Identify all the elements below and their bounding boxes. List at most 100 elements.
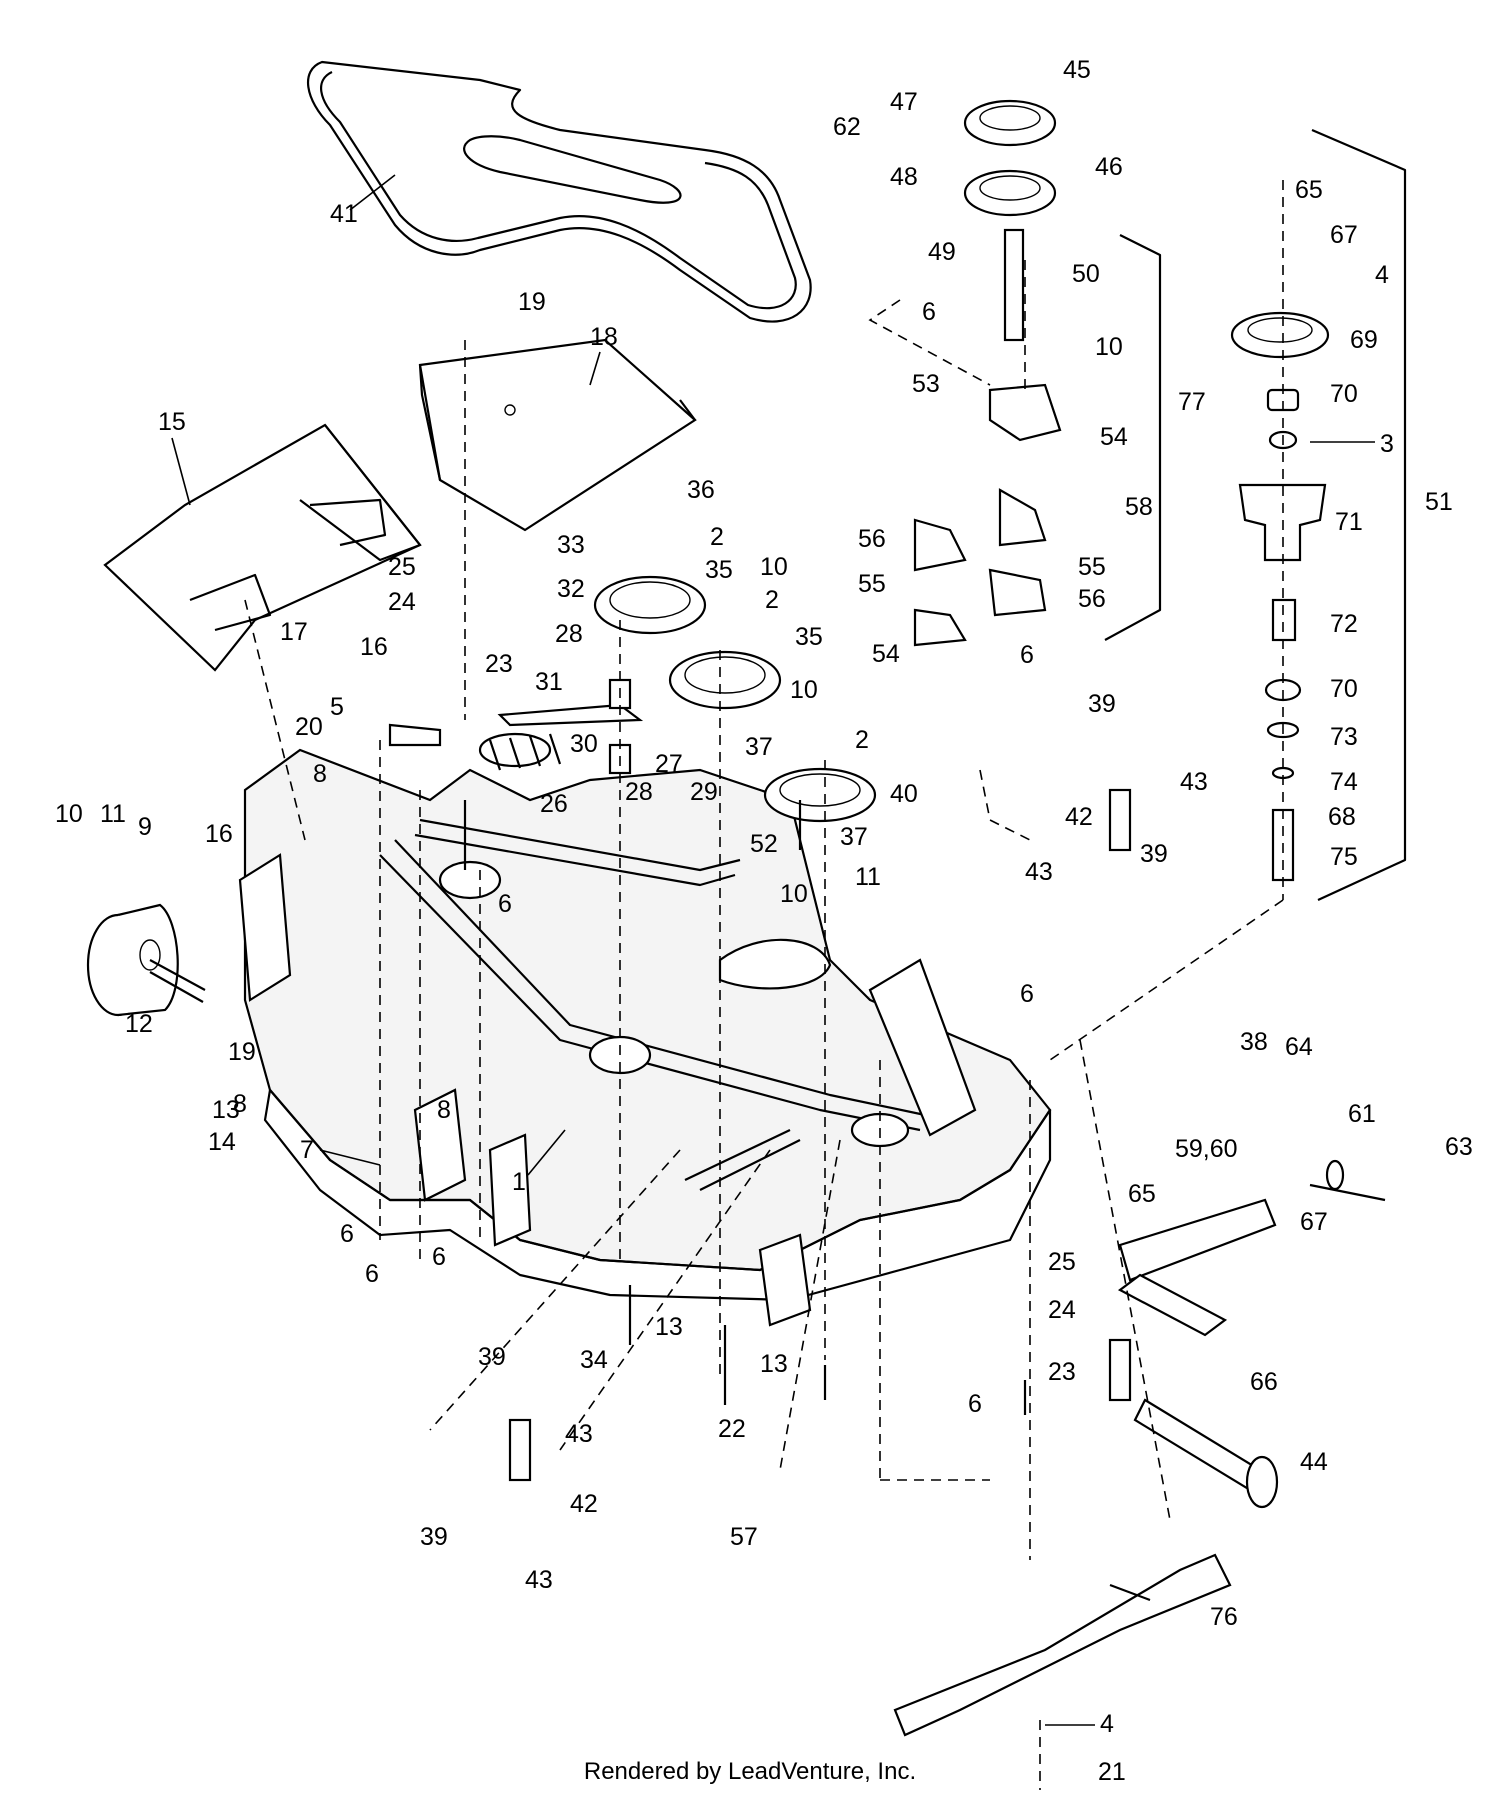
callout-23b: 23 [1048, 1358, 1076, 1386]
callout-19b: 19 [228, 1038, 256, 1066]
callout-64: 64 [1285, 1033, 1313, 1061]
callout-17: 17 [280, 618, 308, 646]
callout-10c: 10 [790, 676, 818, 704]
callout-8c: 8 [437, 1096, 451, 1124]
callout-71: 71 [1335, 508, 1363, 536]
callout-8a: 8 [313, 760, 327, 788]
callout-21: 21 [1098, 1758, 1126, 1786]
callout-11a: 11 [100, 800, 126, 828]
callout-38: 38 [1240, 1028, 1268, 1056]
idler-bracket-assembly [913, 228, 1162, 647]
callout-50: 50 [1072, 260, 1100, 288]
callout-24a: 24 [388, 588, 416, 616]
callout-32: 32 [557, 575, 585, 603]
callout-57: 57 [730, 1523, 758, 1551]
callout-39a: 39 [1088, 690, 1116, 718]
callout-28a: 28 [555, 620, 583, 648]
callout-49: 49 [928, 238, 956, 266]
callout-43c: 43 [565, 1420, 593, 1448]
callout-42a: 42 [1065, 803, 1093, 831]
callout-63: 63 [1445, 1133, 1473, 1161]
callout-12: 12 [125, 1010, 153, 1038]
callout-14: 14 [208, 1128, 236, 1156]
callout-66: 66 [1250, 1368, 1278, 1396]
callout-43a: 43 [1180, 768, 1208, 796]
callout-46: 46 [1095, 153, 1123, 181]
callout-13a: 13 [212, 1096, 240, 1124]
callout-54a: 54 [1100, 423, 1128, 451]
gauge-wheel [86, 903, 206, 1017]
callout-43d: 43 [525, 1566, 553, 1594]
callout-43b: 43 [1025, 858, 1053, 886]
callout-10a: 10 [55, 800, 83, 828]
callout-30: 30 [570, 730, 598, 758]
belt-shield [418, 338, 697, 532]
callout-48: 48 [890, 163, 918, 191]
callout-23a: 23 [485, 650, 513, 678]
footer-credit: Rendered by LeadVenture, Inc. [583, 1758, 917, 1785]
callout-35a: 35 [705, 556, 733, 584]
callout-56b: 56 [1078, 585, 1106, 613]
callout-6h: 6 [968, 1390, 982, 1418]
callout-70b: 70 [1330, 675, 1358, 703]
callout-67a: 67 [1330, 221, 1358, 249]
callout-2: 2 [710, 523, 724, 551]
callout-35b: 35 [795, 623, 823, 651]
callout-33: 33 [557, 531, 585, 559]
callout-55b: 55 [1078, 553, 1106, 581]
callout-9: 9 [138, 813, 152, 841]
callout-2c: 2 [855, 726, 869, 754]
callout-54b: 54 [872, 640, 900, 668]
discharge-chute [103, 423, 422, 672]
callout-65b: 65 [1128, 1180, 1156, 1208]
callout-34: 34 [580, 1346, 608, 1374]
belt [307, 60, 812, 323]
callout-67b: 67 [1300, 1208, 1328, 1236]
callout-45: 45 [1063, 56, 1091, 84]
callout-77: 77 [1178, 388, 1206, 416]
callout-51: 51 [1425, 488, 1453, 516]
callout-44: 44 [1300, 1448, 1328, 1476]
callout-16b: 16 [205, 820, 233, 848]
hardware [388, 678, 1386, 1737]
callout-72: 72 [1330, 610, 1358, 638]
callout-39b: 39 [1140, 840, 1168, 868]
callout-8b: 8 [233, 1090, 247, 1118]
callout-39c: 39 [478, 1343, 506, 1371]
callout-20: 20 [295, 713, 323, 741]
callout-74: 74 [1330, 768, 1358, 796]
spindle-assembly [1238, 128, 1407, 901]
callout-27: 27 [655, 750, 683, 778]
callout-68: 68 [1328, 803, 1356, 831]
callout-24b: 24 [1048, 1296, 1076, 1324]
callout-40: 40 [890, 780, 918, 808]
callout-42b: 42 [570, 1490, 598, 1518]
callout-6b: 6 [498, 890, 512, 918]
callout-62: 62 [833, 113, 861, 141]
callout-59-60: 59,60 [1175, 1135, 1238, 1163]
callout-69: 69 [1350, 326, 1378, 354]
callout-13c: 13 [760, 1350, 788, 1378]
callout-6c: 6 [1020, 980, 1034, 1008]
callout-39d: 39 [420, 1523, 448, 1551]
mower-deck [238, 748, 1052, 1327]
callout-11b: 11 [855, 863, 881, 891]
callout-22: 22 [718, 1415, 746, 1443]
callout-25b: 25 [1048, 1248, 1076, 1276]
callout-36: 36 [687, 476, 715, 504]
callout-5: 5 [330, 693, 344, 721]
callout-37b: 37 [840, 823, 868, 851]
callout-70a: 70 [1330, 380, 1358, 408]
callout-26: 26 [540, 790, 568, 818]
callout-4: 4 [1375, 261, 1389, 289]
callout-6g: 6 [432, 1243, 446, 1271]
callout-29: 29 [690, 778, 718, 806]
callout-6d: 6 [1020, 641, 1034, 669]
callout-47: 47 [890, 88, 918, 116]
callout-4b: 4 [1100, 1710, 1114, 1738]
callout-31: 31 [535, 668, 563, 696]
assembly-lines [244, 180, 1284, 1790]
callout-15: 15 [158, 408, 186, 436]
callout-10b: 10 [760, 553, 788, 581]
